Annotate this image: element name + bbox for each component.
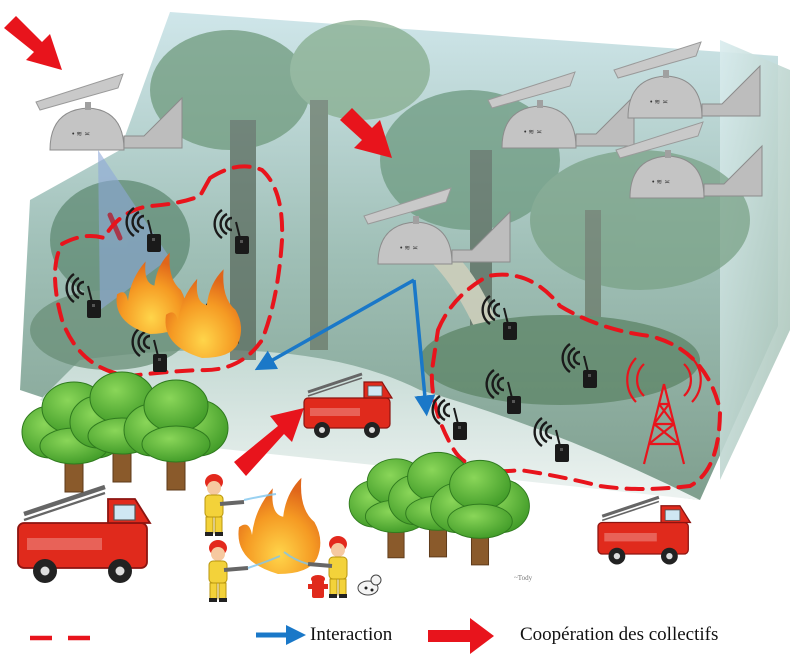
artist-signature: ~Tody — [514, 574, 533, 582]
fire-truck-icon — [18, 487, 150, 583]
coverage-cone-edge — [107, 212, 123, 241]
fire-truck-icon — [596, 495, 692, 567]
water-spray — [243, 493, 309, 569]
cooperation-arrow — [4, 16, 62, 70]
fire-icon — [238, 477, 321, 574]
dog-icon — [357, 574, 382, 596]
fire-hydrant-icon — [308, 575, 328, 598]
legend-cooperation-arrow — [428, 618, 494, 654]
interaction-arrow — [254, 278, 436, 417]
legend-cooperation-label: Coopération des collectifs — [520, 624, 719, 645]
coverage-cone — [98, 150, 170, 310]
legend — [30, 618, 494, 654]
legend-interaction-arrow — [256, 625, 306, 645]
legend-interaction-label: Interaction — [310, 624, 393, 645]
firefighter-icon — [203, 472, 246, 538]
cooperation-arrow — [234, 408, 304, 476]
cooperation-arrow — [340, 108, 392, 158]
